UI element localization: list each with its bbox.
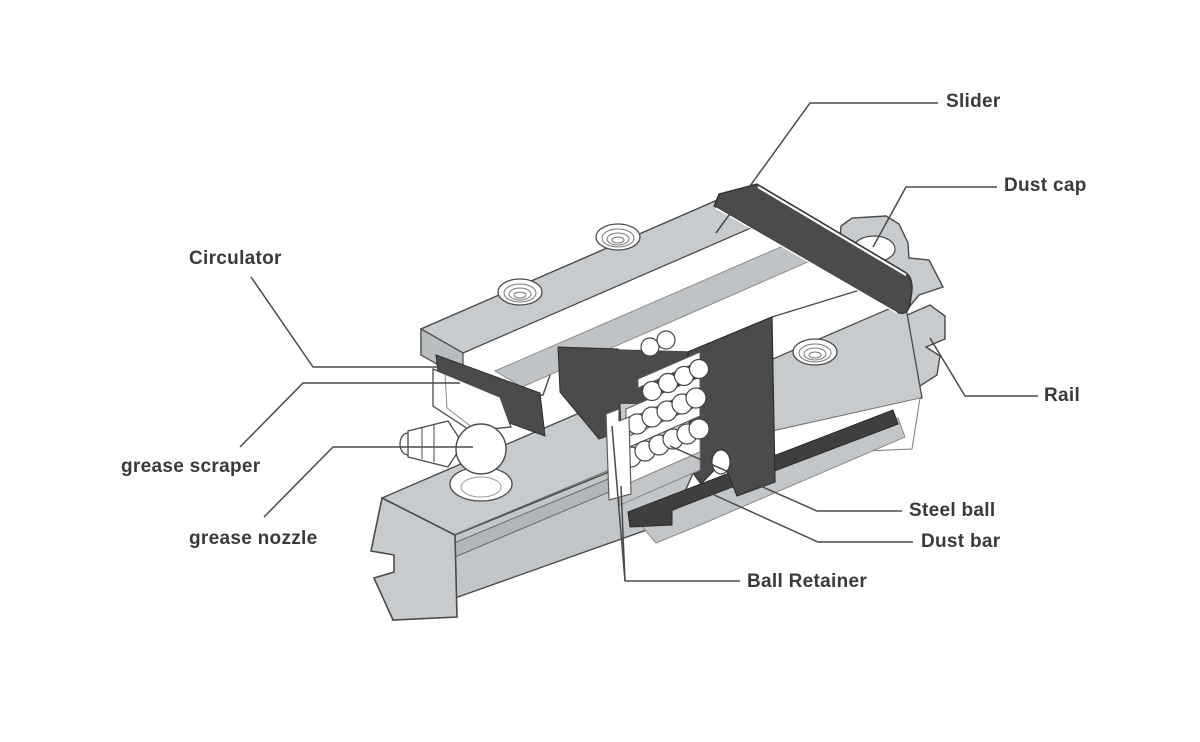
grease-nozzle-ball [455, 423, 507, 475]
circulator-bevel-line2 [446, 407, 474, 429]
leader-ball-retainer-2 [620, 485, 626, 582]
label-steel-ball: Steel ball [909, 500, 996, 521]
slider-threaded-hole-2 [595, 223, 641, 251]
rail-end-profile-left [370, 496, 458, 621]
lower-flange-gray [617, 451, 701, 506]
leader-circulator [250, 276, 466, 368]
leader-grease-nozzle [263, 446, 473, 518]
ball-retainer-end-strip [605, 408, 632, 501]
leader-dust-bar [711, 493, 913, 543]
label-ball-retainer: Ball Retainer [747, 571, 868, 592]
label-rail: Rail [1044, 385, 1081, 406]
slider-threaded-hole-1 [497, 278, 543, 306]
label-dust-cap: Dust cap [1004, 175, 1087, 196]
leader-slider [715, 102, 938, 234]
slider-threaded-hole-3 [792, 338, 838, 366]
cutaway-internals [435, 316, 776, 506]
leader-ball-retainer-1 [611, 425, 626, 582]
rail-counterbore-hole [449, 466, 513, 502]
section-belt-highlight-bottom [715, 207, 898, 314]
section-belt [713, 183, 913, 315]
leader-steel-ball [669, 445, 902, 512]
grease-nozzle-hex [407, 420, 464, 468]
circulator-bevel-line [444, 373, 448, 409]
label-dust-bar: Dust bar [921, 531, 1001, 552]
section-plate-hole [711, 449, 731, 475]
label-grease-scraper: grease scraper [121, 456, 261, 477]
circulator-assembly [399, 368, 512, 475]
section-belt-face [713, 183, 913, 315]
leader-dust-cap [872, 186, 997, 248]
leader-rail [929, 337, 1038, 397]
label-grease-nozzle: grease nozzle [189, 528, 318, 549]
leader-grease-scraper [239, 382, 460, 448]
label-slider: Slider [946, 91, 1001, 112]
section-belt-highlight-top [757, 186, 907, 276]
label-circulator: Circulator [189, 248, 282, 269]
leader-lines [239, 102, 1038, 582]
